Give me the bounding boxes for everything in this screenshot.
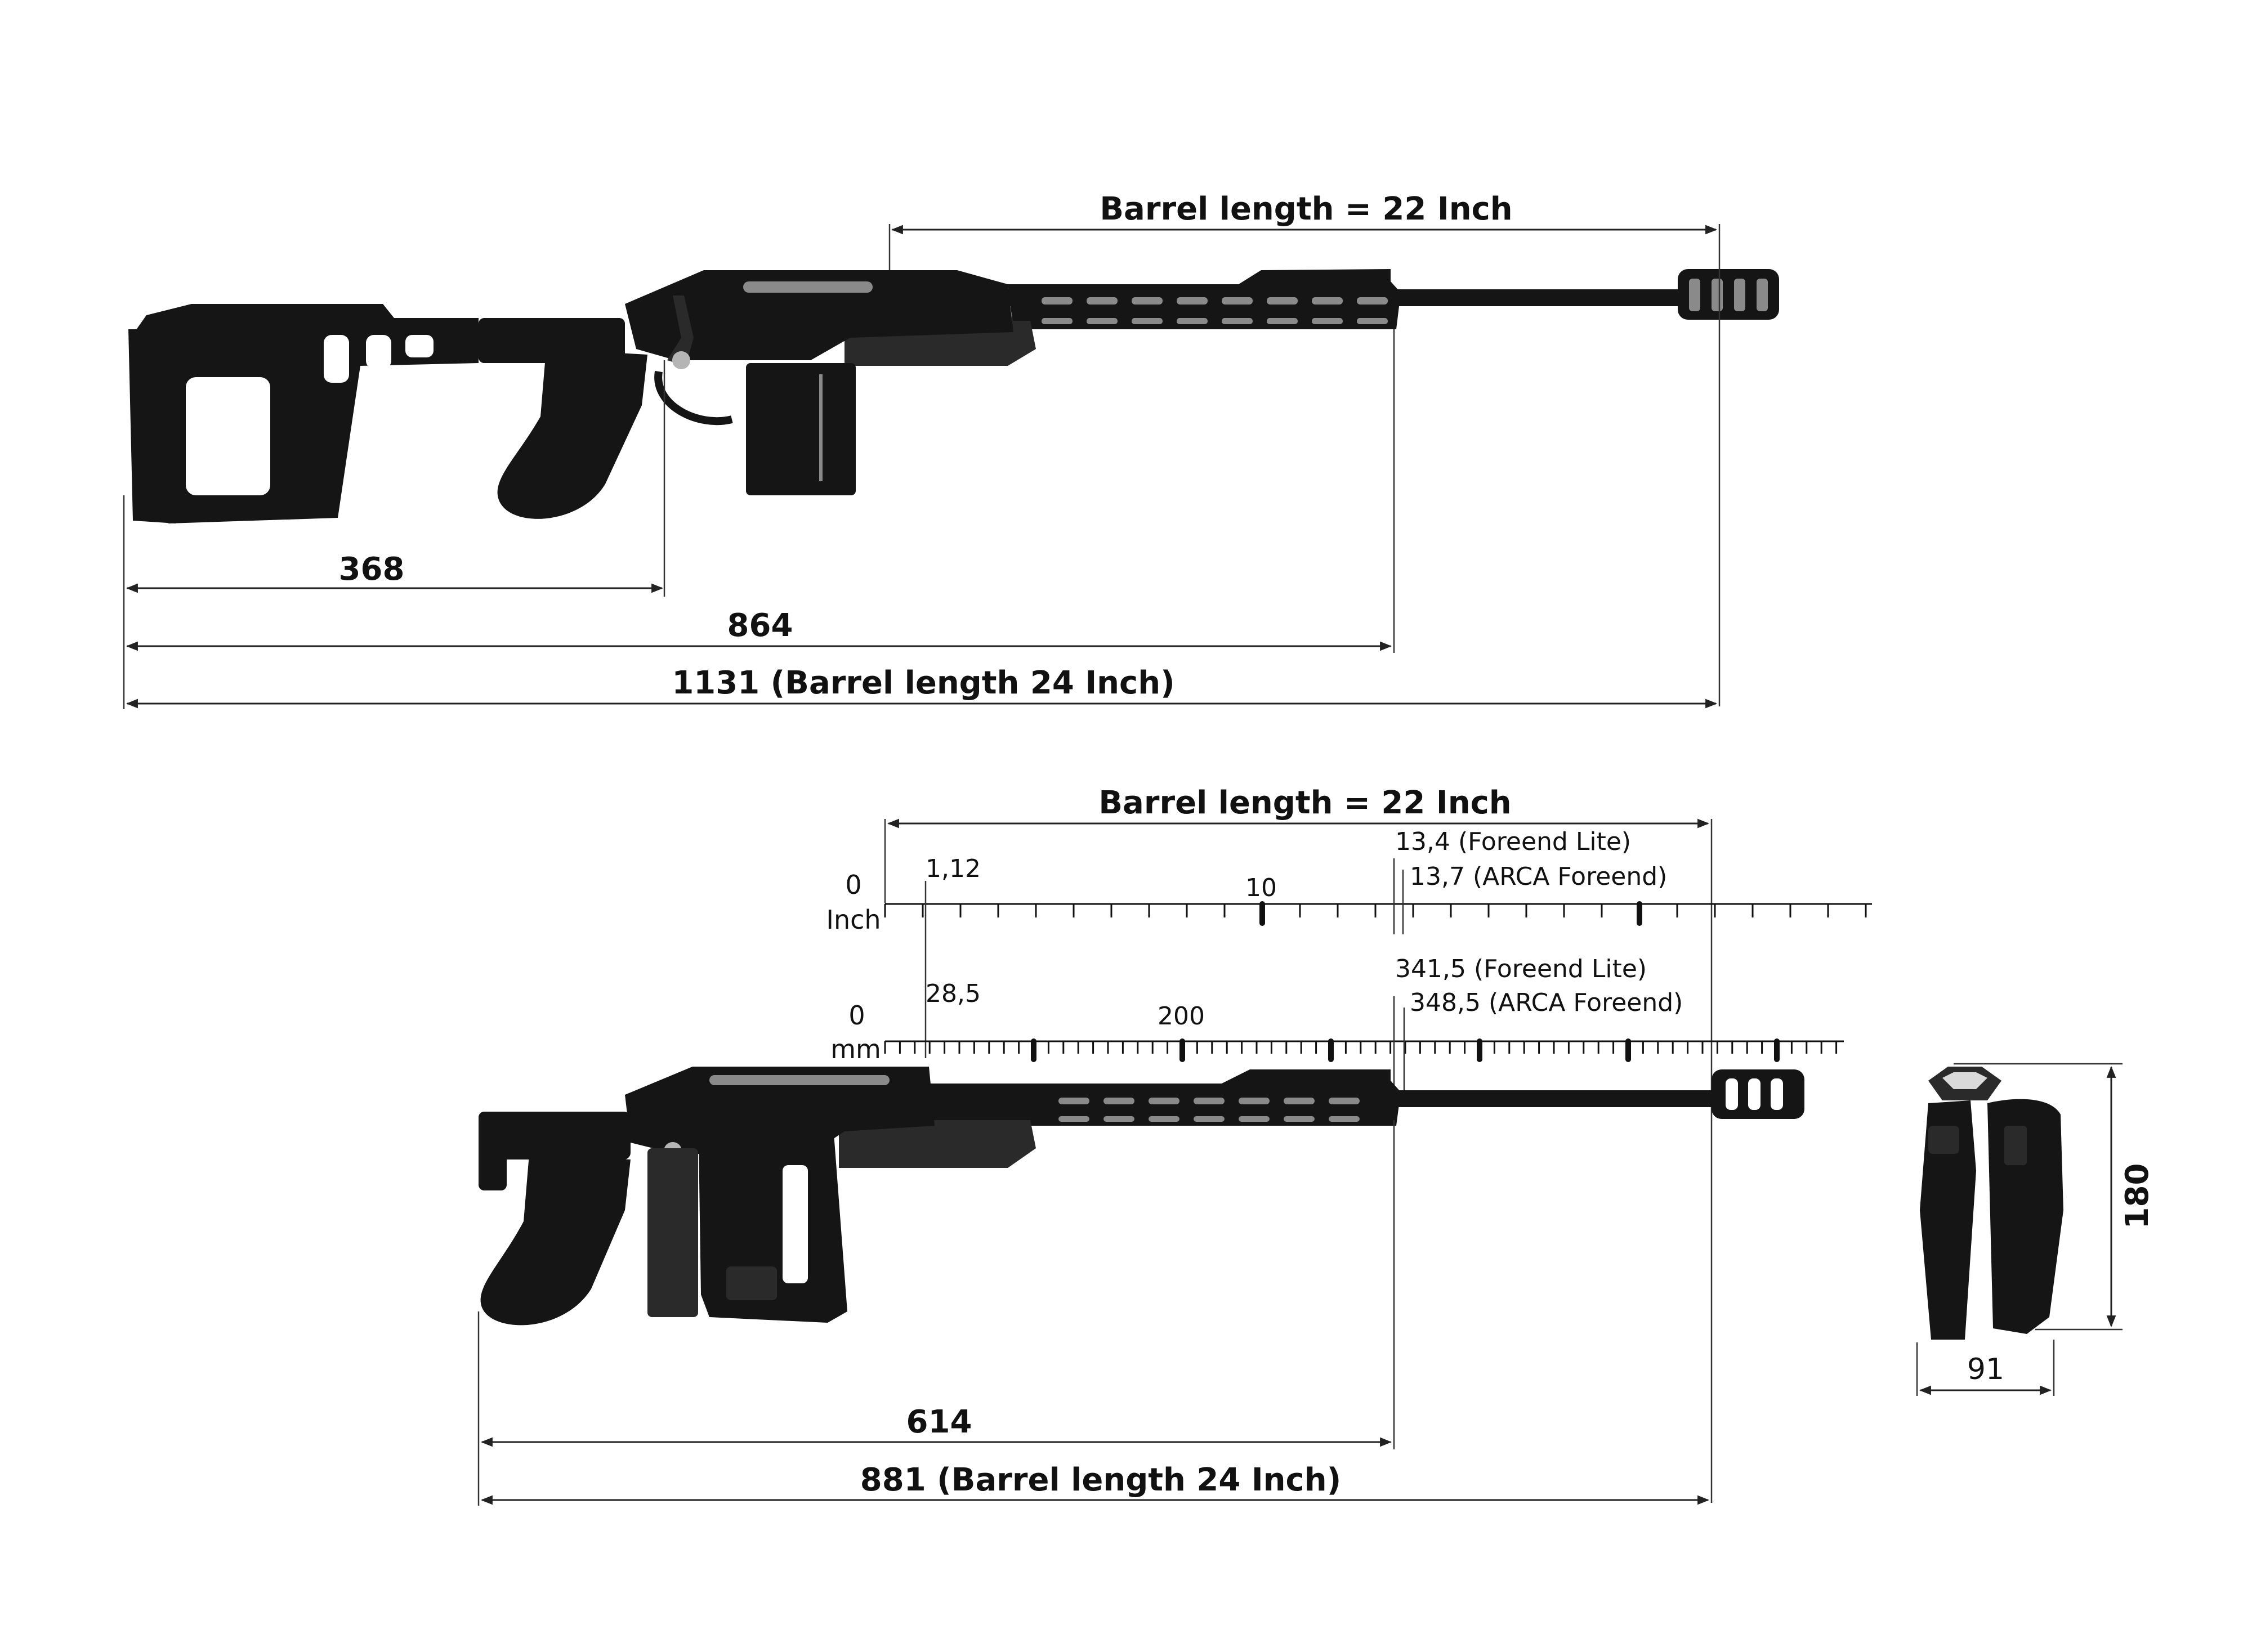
end-view-dimensions: 180 91 <box>1916 1063 2156 1396</box>
inch-scale-zero: 0 <box>845 870 861 900</box>
mm-mark-200: 200 <box>1158 1002 1205 1031</box>
bottom-scales: Barrel length = 22 Inch 0 Inch 1,12 10 1… <box>826 785 1872 1503</box>
dimension-1131-label: 1131 (Barrel length 24 Inch) <box>672 665 1174 701</box>
dimension-864-label: 864 <box>727 607 793 644</box>
end-height-label: 180 <box>2119 1163 2156 1229</box>
dimension-614-label: 614 <box>906 1404 972 1440</box>
mm-scale-ticks <box>884 1038 1838 1062</box>
inch-foreend-lite-label: 13,4 (Foreend Lite) <box>1395 827 1631 856</box>
mm-mark-28-5: 28,5 <box>926 979 981 1008</box>
end-width-label: 91 <box>1967 1353 2004 1386</box>
inch-mark-10: 10 <box>1245 874 1277 902</box>
top-dimensions: Barrel length = 22 Inch 368 864 1131 (Ba… <box>123 191 1721 709</box>
bottom-barrel-length-label: Barrel length = 22 Inch <box>1098 785 1511 821</box>
mm-scale-zero: 0 <box>848 1000 865 1031</box>
mm-foreend-lite-label: 341,5 (Foreend Lite) <box>1395 955 1647 983</box>
mm-scale-unit: mm <box>830 1034 881 1064</box>
inch-scale-ticks <box>884 901 1867 926</box>
inch-scale-unit: Inch <box>826 905 881 935</box>
dimension-881-label: 881 (Barrel length 24 Inch) <box>860 1462 1341 1498</box>
mm-arca-foreend-label: 348,5 (ARCA Foreend) <box>1410 988 1683 1017</box>
top-barrel-length-label: Barrel length = 22 Inch <box>1100 191 1512 227</box>
dimension-368-label: 368 <box>339 551 405 588</box>
rifle-folded-illustration <box>479 1067 1804 1326</box>
end-view-illustration <box>1920 1067 2063 1340</box>
bottom-dimensions: 614 881 (Barrel length 24 Inch) <box>477 1120 1710 1506</box>
rifle-extended-illustration <box>128 269 1779 523</box>
inch-arca-foreend-label: 13,7 (ARCA Foreend) <box>1410 862 1667 891</box>
inch-mark-1-12: 1,12 <box>926 854 981 883</box>
